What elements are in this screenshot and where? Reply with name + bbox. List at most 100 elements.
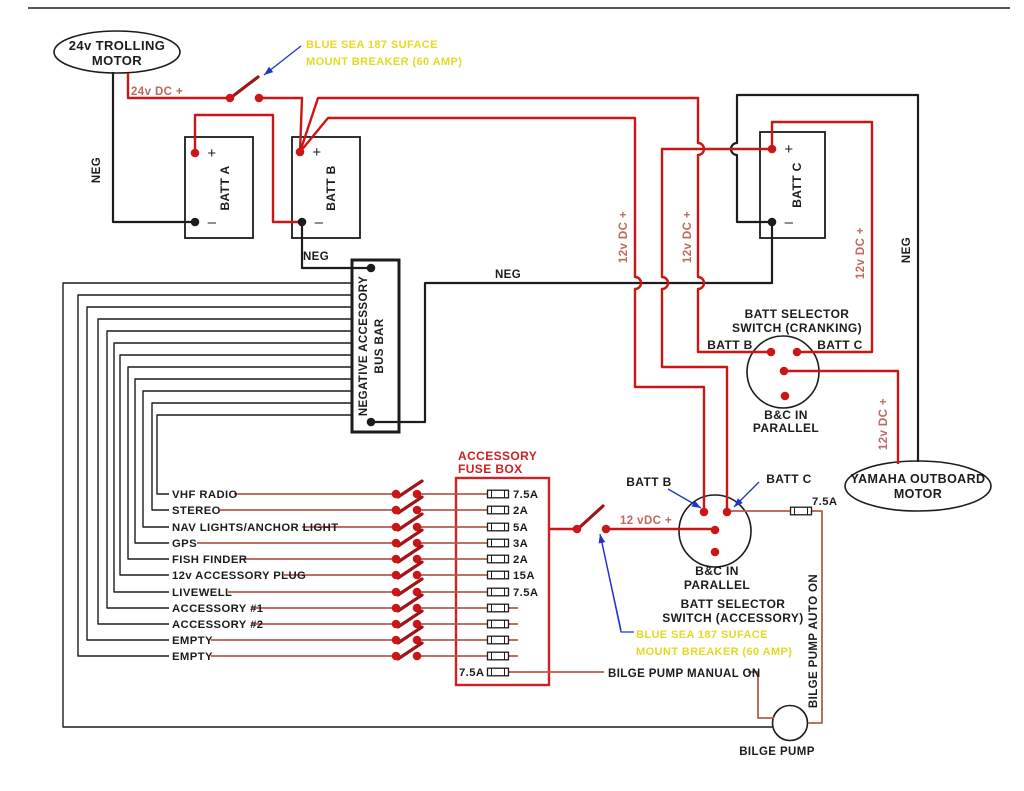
label-2a: 2A <box>513 554 528 566</box>
terminal-dot <box>767 217 777 227</box>
terminal-dot <box>699 507 709 517</box>
return-fishfinder <box>127 366 352 560</box>
label-12v-accessory-plug: 12v ACCESSORY PLUG <box>172 570 306 582</box>
bilge-manual-wire <box>509 671 774 719</box>
label-batt-c: BATT C <box>817 338 863 352</box>
main-breaker-24v-terminal[interactable] <box>254 93 264 103</box>
trolling-motor-node <box>53 30 181 74</box>
label-bilge-pump: BILGE PUMP <box>739 746 815 758</box>
switch-fish-blade-icon[interactable] <box>396 544 424 564</box>
label-12-vdc: 12 vDC + <box>620 515 672 527</box>
switch-acc2-terminal[interactable] <box>391 619 401 629</box>
switch-stereo-terminal[interactable] <box>391 505 401 515</box>
switch-nav-blade-icon[interactable] <box>396 512 424 532</box>
switch-acc2-blade-icon[interactable] <box>396 609 424 629</box>
return-plug <box>119 354 352 576</box>
switch-empty2-terminal[interactable] <box>412 651 422 661</box>
label-batt-a: BATT A <box>218 165 232 210</box>
return-livewell <box>113 342 352 593</box>
fuse-icon-caps <box>491 668 505 676</box>
label-24v-trolling: 24v TROLLING <box>69 38 166 53</box>
switch-livewell-terminal[interactable] <box>412 587 422 597</box>
return-empty2 <box>77 294 352 657</box>
switch-livewell-terminal[interactable] <box>391 587 401 597</box>
switch-empty1-terminal[interactable] <box>412 635 422 645</box>
label-7-5a: 7.5A <box>513 489 538 501</box>
accessory-breaker-12v-terminal[interactable] <box>601 524 611 534</box>
label-bilge-pump-auto-on: BILGE PUMP AUTO ON <box>808 574 820 708</box>
main-breaker-24v-blade-icon[interactable] <box>231 75 260 98</box>
label-vhf-radio: VHF RADIO <box>172 489 238 501</box>
terminal-dot <box>366 263 376 273</box>
switch-empty1-terminal[interactable] <box>391 635 401 645</box>
label-mount-breaker-60-amp: MOUNT BREAKER (60 AMP) <box>306 56 462 68</box>
fuse-icon <box>486 635 510 645</box>
switch-plug-blade-icon[interactable] <box>396 560 424 580</box>
switch-fish-terminal[interactable] <box>412 554 422 564</box>
switch-vhf-terminal[interactable] <box>391 489 401 499</box>
fuse-icon <box>486 505 510 515</box>
callout-arrow-acc-battb-head <box>691 500 701 508</box>
label-batt-b: BATT B <box>707 338 753 352</box>
terminal-dot <box>190 217 200 227</box>
switch-acc2-terminal[interactable] <box>412 619 422 629</box>
terminal-dot <box>722 507 732 517</box>
switch-fish-terminal[interactable] <box>391 554 401 564</box>
fuse-icon <box>486 667 510 677</box>
label-batt-c: BATT C <box>790 162 804 208</box>
bus-neg-main <box>371 225 774 424</box>
switch-vhf-blade-icon[interactable] <box>396 479 424 499</box>
label-parallel: PARALLEL <box>684 578 750 592</box>
label-: – <box>315 214 324 231</box>
label-batt-b: BATT B <box>626 475 672 489</box>
negative-bus-bar-box <box>350 258 401 434</box>
switch-empty1-blade-icon[interactable] <box>396 625 424 645</box>
label-accessory: ACCESSORY <box>458 449 537 463</box>
terminal-dot <box>710 547 720 557</box>
return-nav <box>142 390 352 528</box>
label-batt-selector: BATT SELECTOR <box>745 307 850 321</box>
main-breaker-24v-terminal[interactable] <box>225 93 235 103</box>
switch-acc1-blade-icon[interactable] <box>396 593 424 613</box>
accessory-breaker-12v-terminal[interactable] <box>572 524 582 534</box>
label-bilge-pump-manual-on: BILGE PUMP MANUAL ON <box>608 668 761 680</box>
label-batt-b: BATT B <box>324 165 338 211</box>
label-fuse-box: FUSE BOX <box>458 462 523 476</box>
fuse-icon-caps <box>491 620 505 628</box>
bilge-pump-body <box>771 704 809 742</box>
switch-plug-terminal[interactable] <box>412 570 422 580</box>
switch-nav-terminal[interactable] <box>391 522 401 532</box>
return-stereo <box>151 402 352 511</box>
label-5a: 5A <box>513 522 528 534</box>
switch-vhf-terminal[interactable] <box>412 489 422 499</box>
label-b-c-in: B&C IN <box>695 564 739 578</box>
terminal-dot <box>190 148 200 158</box>
switch-empty2-terminal[interactable] <box>391 651 401 661</box>
switch-nav-terminal[interactable] <box>412 522 422 532</box>
switch-empty2-blade-icon[interactable] <box>396 641 424 661</box>
label-: + <box>784 141 793 158</box>
switch-plug-terminal[interactable] <box>391 570 401 580</box>
fuse-icon-caps <box>491 506 505 514</box>
fuse-icon-caps <box>491 636 505 644</box>
accessory-breaker-12v-blade-icon[interactable] <box>578 504 605 529</box>
switch-livewell-blade-icon[interactable] <box>396 577 424 597</box>
callout-arrow-bottom-breaker-head <box>598 534 606 544</box>
switch-acc1-terminal[interactable] <box>391 603 401 613</box>
fuse-icon <box>486 522 510 532</box>
switch-stereo-terminal[interactable] <box>412 505 422 515</box>
switch-gps-terminal[interactable] <box>412 538 422 548</box>
switch-stereo-blade-icon[interactable] <box>396 495 424 515</box>
label-switch-accessory: SWITCH (ACCESSORY) <box>662 611 803 625</box>
label-7-5a: 7.5A <box>812 496 837 508</box>
fuse-icon <box>789 506 813 516</box>
switch-gps-terminal[interactable] <box>391 538 401 548</box>
label-nav-lights-anchor-light: NAV LIGHTS/ANCHOR LIGHT <box>172 522 339 534</box>
accessory-to-bilge-auto <box>727 510 823 724</box>
switch-acc1-terminal[interactable] <box>412 603 422 613</box>
label-neg: NEG <box>303 251 329 263</box>
switch-gps-blade-icon[interactable] <box>396 528 424 548</box>
fuse-icon <box>486 651 510 661</box>
fuse-icon <box>486 489 510 499</box>
